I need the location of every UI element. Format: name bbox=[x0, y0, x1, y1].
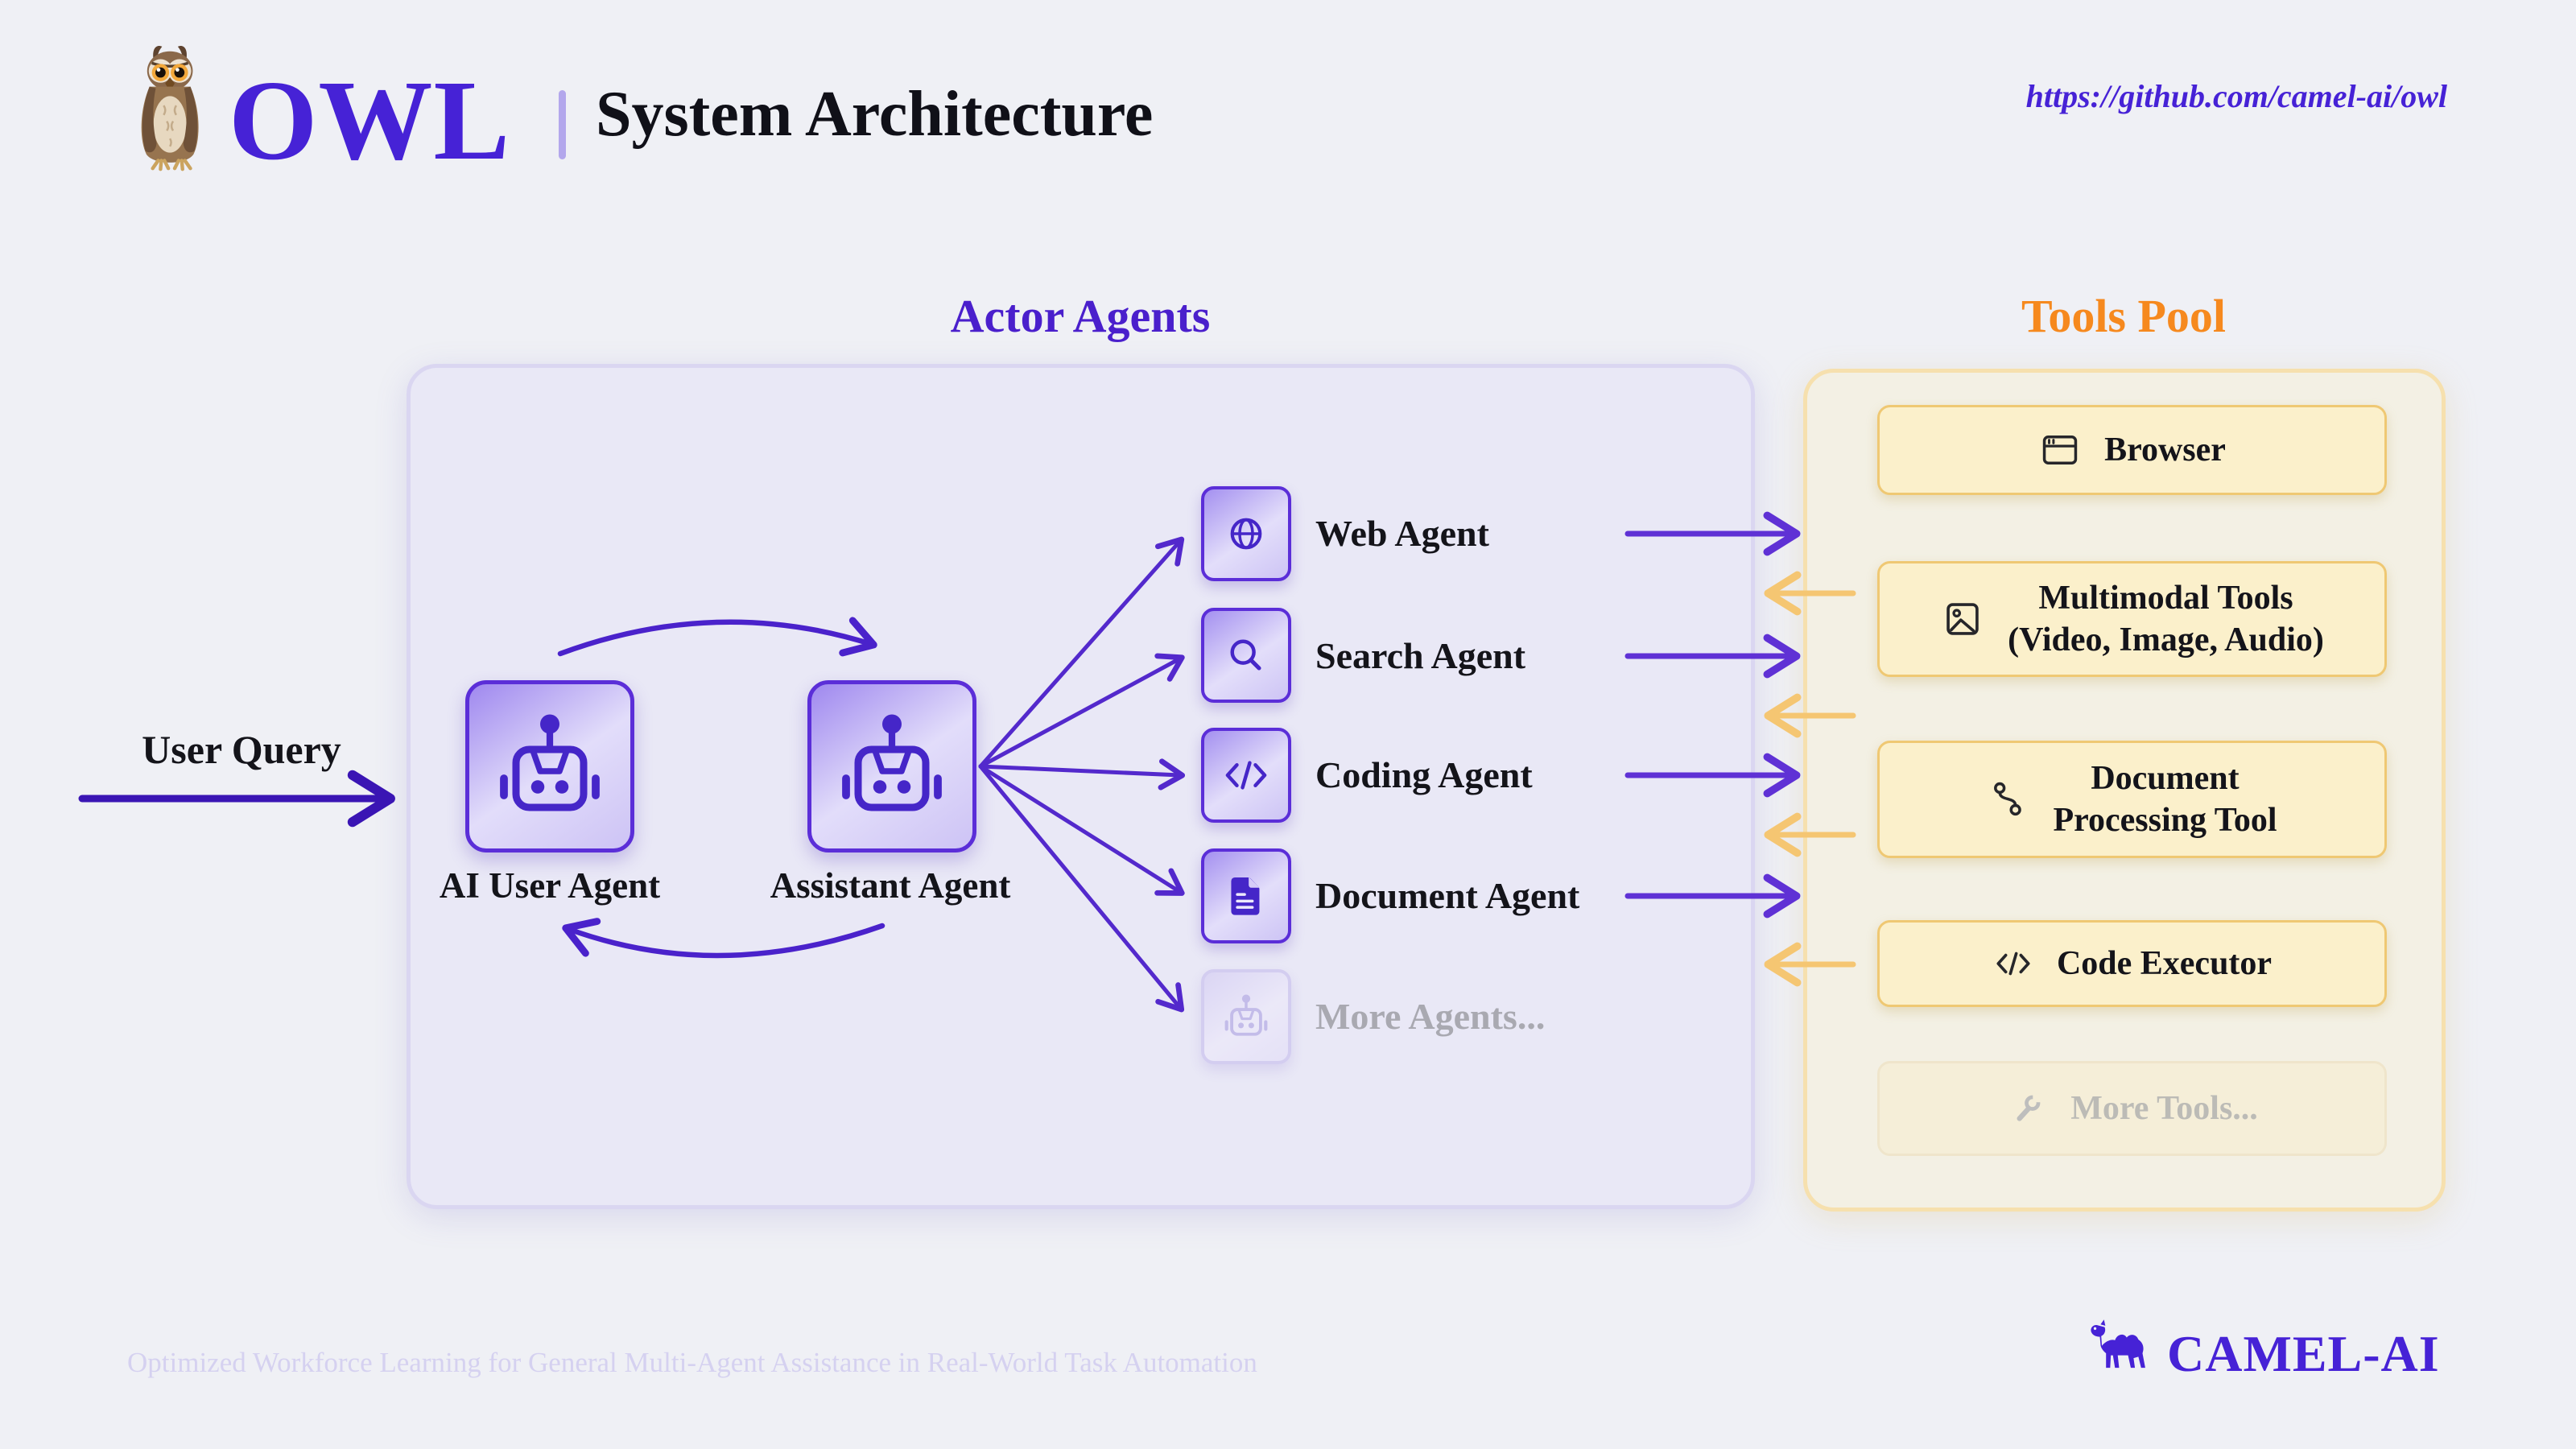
ai-user-agent-card bbox=[465, 680, 634, 852]
actor-agents-title: Actor Agents bbox=[950, 290, 1211, 342]
camel-icon bbox=[2083, 1312, 2159, 1381]
multimodal-tools-card: Multimodal Tools(Video, Image, Audio) bbox=[1877, 561, 2387, 677]
user-query-label: User Query bbox=[142, 727, 341, 772]
footer-tagline: Optimized Workforce Learning for General… bbox=[127, 1347, 1257, 1378]
more-agents-card bbox=[1201, 969, 1291, 1064]
more-agents-label: More Agents... bbox=[1315, 996, 1546, 1037]
browser-tool-label: Browser bbox=[2104, 431, 2226, 469]
globe-icon bbox=[1220, 508, 1272, 559]
route-icon bbox=[1987, 778, 2030, 821]
page-title: System Architecture bbox=[596, 79, 1154, 150]
search-agent-card bbox=[1201, 608, 1291, 703]
search-icon bbox=[1220, 630, 1272, 681]
coding-agent-card bbox=[1201, 728, 1291, 823]
logo-divider bbox=[559, 90, 566, 159]
robot-icon bbox=[489, 706, 610, 827]
browser-icon bbox=[2038, 428, 2082, 472]
document-agent-label: Document Agent bbox=[1315, 875, 1580, 916]
search-agent-label: Search Agent bbox=[1315, 635, 1526, 676]
code-executor-label: Code Executor bbox=[2056, 945, 2273, 982]
more-tools-card: More Tools... bbox=[1877, 1061, 2387, 1156]
web-agent-card bbox=[1201, 486, 1291, 581]
code-icon bbox=[1220, 749, 1272, 801]
brand-text: CAMEL-AI bbox=[2167, 1325, 2440, 1382]
document-agent-card bbox=[1201, 848, 1291, 943]
multimodal-tools-label: Multimodal Tools(Video, Image, Audio) bbox=[2008, 580, 2324, 658]
code-icon bbox=[1992, 943, 2034, 985]
browser-tool-card: Browser bbox=[1877, 405, 2387, 495]
logo-text: OWL bbox=[229, 56, 511, 184]
web-agent-label: Web Agent bbox=[1315, 513, 1489, 554]
document-icon bbox=[1220, 870, 1272, 922]
wrench-icon bbox=[2006, 1088, 2048, 1129]
assistant-agent-card bbox=[807, 680, 976, 852]
repo-url-link[interactable]: https://github.com/camel-ai/owl bbox=[2025, 78, 2447, 114]
owl-icon bbox=[134, 42, 214, 175]
ai-user-agent-label: AI User Agent bbox=[439, 865, 661, 906]
code-executor-card: Code Executor bbox=[1877, 920, 2387, 1007]
tools-pool-title: Tools Pool bbox=[2021, 290, 2227, 342]
robot-icon bbox=[1220, 991, 1272, 1042]
robot-icon bbox=[832, 706, 952, 827]
coding-agent-label: Coding Agent bbox=[1315, 754, 1533, 795]
assistant-agent-label: Assistant Agent bbox=[770, 865, 1011, 906]
image-icon bbox=[1940, 597, 1985, 642]
more-tools-label: More Tools... bbox=[2070, 1090, 2258, 1127]
